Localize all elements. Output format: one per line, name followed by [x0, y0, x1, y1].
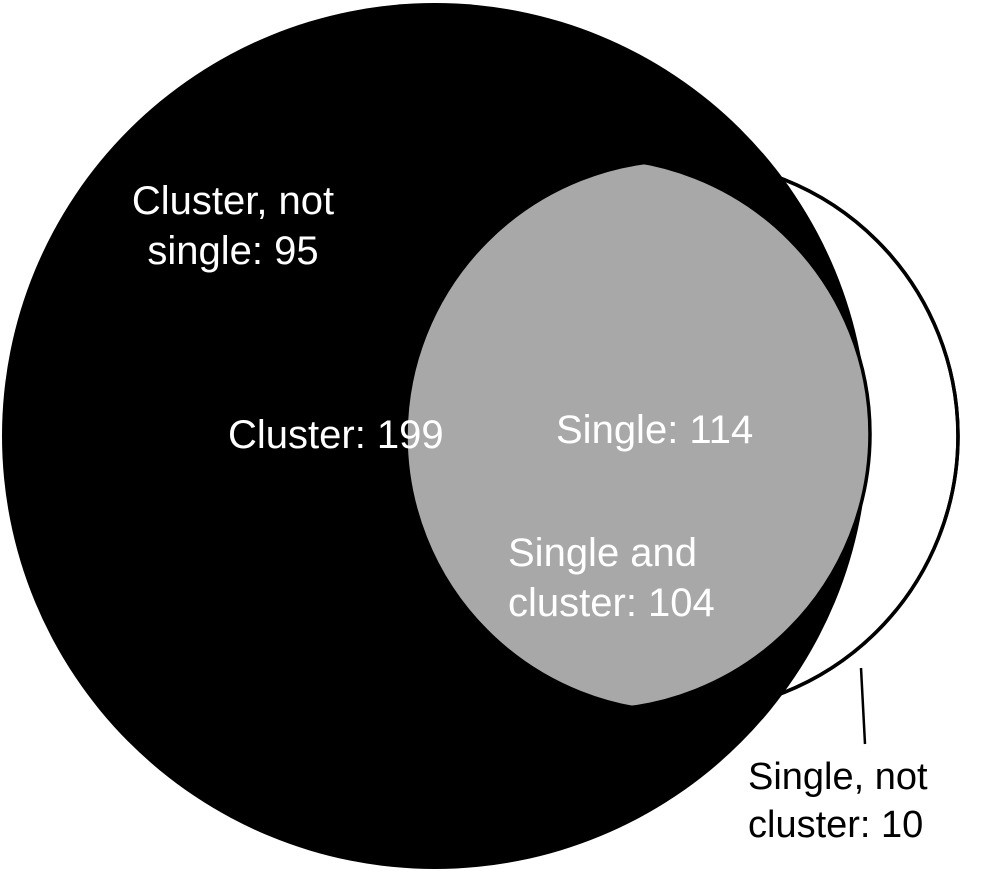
label-cluster-not-single: Cluster, not single: 95	[131, 179, 335, 273]
label-single-total: Single: 114	[556, 408, 754, 452]
single-circle-outline	[404, 158, 960, 714]
leader-line-single-not-cluster	[859, 667, 867, 745]
label-single-not-cluster: Single, not cluster: 10	[748, 756, 928, 846]
label-single-and-cluster: Single and cluster: 104	[508, 531, 715, 625]
label-cluster-total: Cluster: 199	[228, 413, 444, 457]
